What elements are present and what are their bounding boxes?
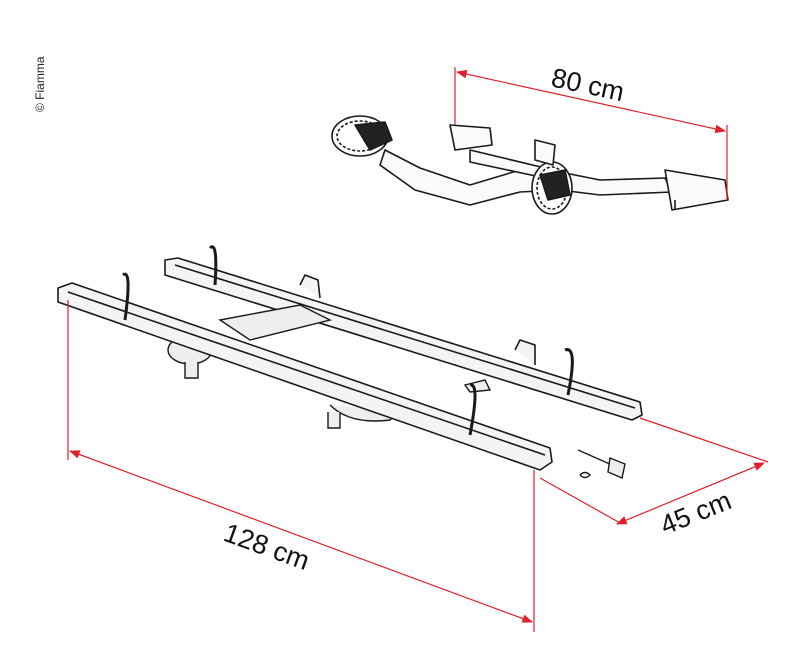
front-rail xyxy=(57,272,553,471)
bike-holder-arm xyxy=(331,115,729,215)
dimension-lines xyxy=(67,67,769,632)
copyright-text: © Fiamma xyxy=(33,56,47,112)
key-icon xyxy=(577,449,626,479)
dimension-label-128cm: 128 cm xyxy=(220,517,313,575)
rear-rail xyxy=(164,245,643,421)
dimension-label-45cm: 45 cm xyxy=(656,485,735,540)
